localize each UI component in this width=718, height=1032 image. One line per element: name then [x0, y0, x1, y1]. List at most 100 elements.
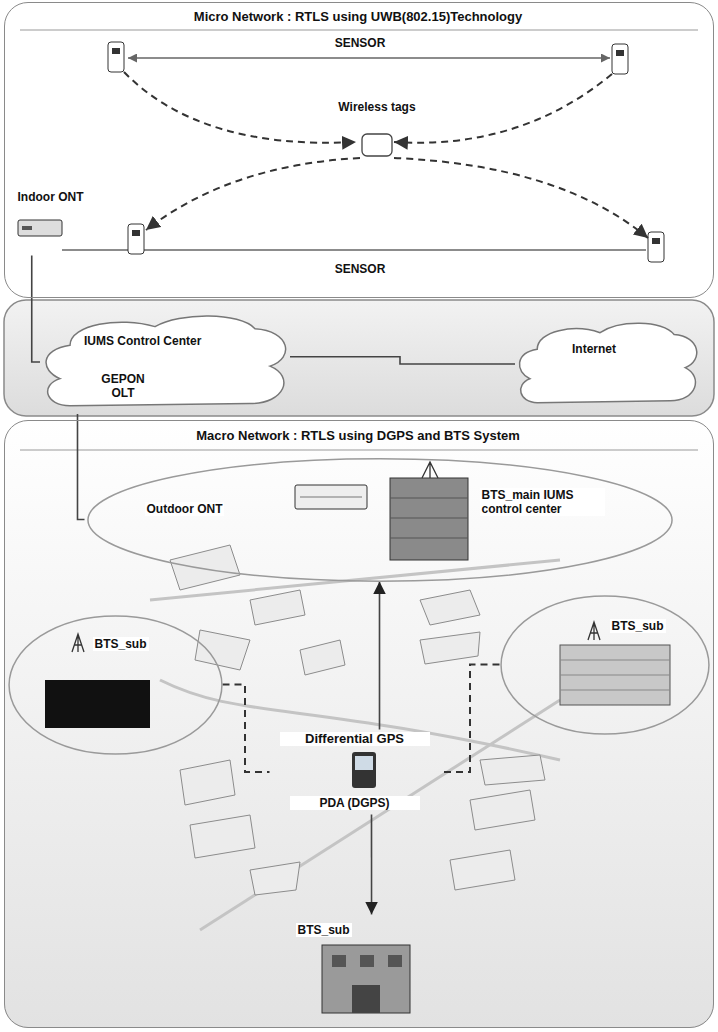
ellipse-shape — [501, 595, 709, 733]
ont-body — [18, 220, 62, 236]
macro-network-panel: Macro Network : RTLS using DGPS and BTS … — [4, 420, 714, 1028]
map-building — [480, 755, 545, 785]
node-label: BTS_sub — [296, 923, 352, 937]
signal-path — [146, 158, 360, 230]
dgps-receiver: Differential GPS PDA (DGPS) — [270, 730, 440, 815]
network-link — [32, 256, 40, 363]
macro-panel-ground — [4, 420, 714, 1028]
building-floor — [390, 538, 468, 539]
tag-symbol — [362, 134, 392, 156]
sensor-body — [612, 44, 628, 74]
sensor-lens — [652, 238, 660, 244]
antenna-symbol — [72, 634, 84, 652]
indoor-ont: Indoor ONT — [12, 186, 104, 256]
sensor-body — [108, 42, 124, 72]
sensor-symbol — [108, 42, 124, 72]
pda-body — [352, 752, 376, 788]
sensor-label: SENSOR — [328, 36, 392, 50]
control-center-band — [4, 300, 714, 416]
ellipse-outline — [500, 595, 710, 735]
sensor-lens — [112, 48, 120, 54]
campus-map — [150, 545, 560, 930]
pda-device — [352, 752, 376, 788]
map-road — [200, 700, 560, 930]
ont-body — [295, 485, 367, 509]
map-building — [300, 640, 345, 675]
ellipse-shape — [87, 458, 671, 580]
building-floor — [560, 675, 670, 676]
ont-detail — [300, 497, 362, 498]
bts-main-area: Outdoor ONTBTS_main IUMS control center — [85, 458, 675, 582]
node-label: BTS_sub — [93, 637, 149, 651]
cloud-outline — [515, 318, 700, 410]
header-divider — [20, 449, 698, 450]
sensor-body — [648, 232, 664, 262]
ellipse-outline — [85, 458, 675, 582]
ont-light — [22, 226, 32, 230]
map-road — [160, 680, 560, 760]
sensor-symbol — [128, 224, 144, 254]
building-floor — [560, 660, 670, 661]
cloud-outline — [40, 310, 290, 414]
sensor-symbol — [612, 44, 628, 74]
micro-network-panel: Micro Network : RTLS using UWB(802.15)Te… — [4, 2, 714, 298]
map-building — [170, 545, 240, 590]
network-link — [379, 582, 381, 730]
map-building — [450, 850, 515, 890]
building-floor — [390, 498, 468, 499]
node-label: Indoor ONT — [16, 190, 86, 204]
header-divider — [20, 29, 698, 30]
panel-title: Macro Network : RTLS using DGPS and BTS … — [8, 429, 708, 443]
network-link — [371, 815, 373, 915]
internet-cloud: Internet — [515, 318, 700, 410]
ont-device — [18, 220, 62, 236]
node-label: Wireless tags — [320, 100, 435, 114]
bts-building — [322, 945, 410, 1013]
map-building — [250, 862, 300, 895]
wireless-tag: Wireless tags — [315, 98, 440, 158]
map-building — [420, 632, 480, 664]
ont-device — [295, 485, 367, 509]
cloud-shape — [519, 323, 696, 402]
building-body — [390, 478, 468, 560]
sensor-label: SENSOR — [328, 262, 392, 276]
sensor-lens — [616, 50, 624, 56]
building-floor — [390, 518, 468, 519]
node-label: Differential GPS — [280, 732, 430, 746]
sensor-line — [128, 57, 610, 59]
map-building — [470, 790, 535, 830]
bts-building — [390, 462, 468, 560]
building-window — [360, 955, 374, 967]
bts-building — [45, 680, 150, 728]
antenna-symbol — [422, 462, 438, 478]
node-label: BTS_main IUMS control center — [480, 488, 605, 516]
map-building — [190, 815, 255, 858]
building-window — [332, 955, 346, 967]
panel-title: Micro Network : RTLS using UWB(802.15)Te… — [8, 10, 708, 24]
sensor-symbol — [648, 232, 664, 262]
ellipse-shape — [9, 615, 222, 753]
ellipse-outline — [8, 615, 223, 755]
radio-link — [223, 685, 270, 773]
connector-group — [32, 256, 515, 915]
map-building — [420, 590, 480, 625]
node-label: GEPON OLT — [92, 372, 154, 400]
bts-building — [560, 645, 670, 705]
bts-sub-area: BTS_sub — [500, 595, 710, 735]
pda-screen — [355, 756, 373, 770]
node-label: PDA (DGPS) — [290, 796, 420, 810]
network-link — [290, 357, 515, 364]
node-label: Internet — [570, 342, 618, 356]
sensor-lens — [132, 230, 140, 236]
signal-path — [394, 158, 648, 238]
bts-sub-area: BTS_sub — [8, 615, 223, 755]
node-label: IUMS Control Center — [82, 334, 203, 348]
cloud-shape — [46, 316, 286, 406]
map-building — [180, 760, 235, 805]
sensor-body — [128, 224, 144, 254]
antenna-symbol — [588, 622, 600, 640]
